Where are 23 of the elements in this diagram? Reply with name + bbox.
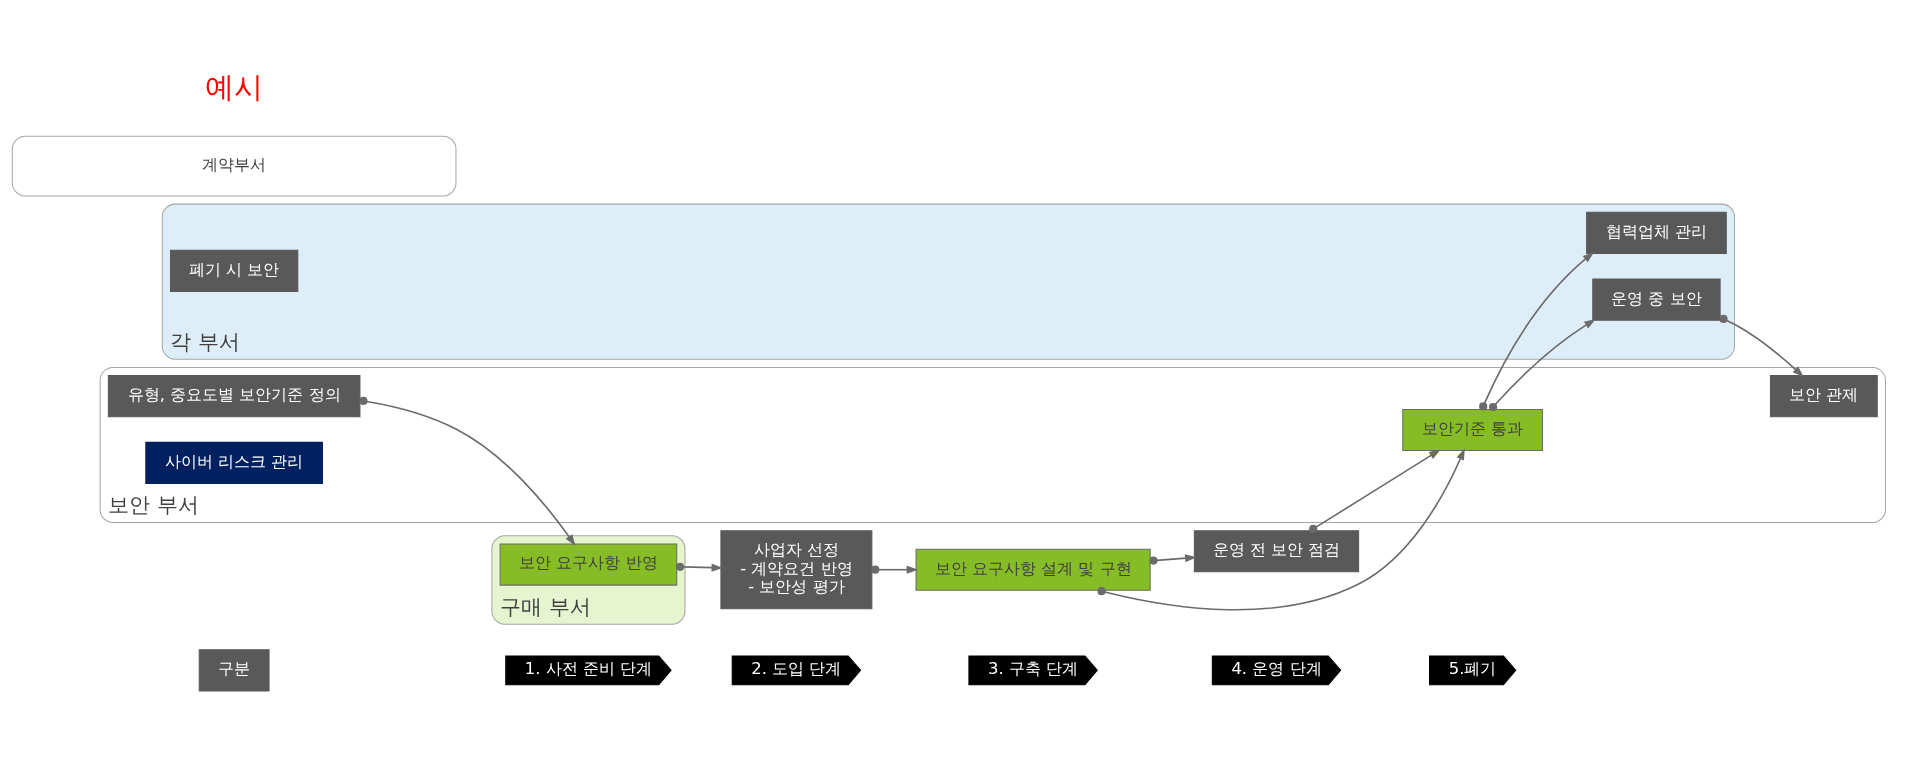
node-box: 협력업체 관리: [1586, 211, 1727, 254]
node-box: 보안 요구사항 반영: [499, 543, 678, 586]
arrow: [1149, 554, 1197, 565]
arrow: [675, 562, 724, 572]
node-box: 보안 요구사항 설계 및 구현: [915, 548, 1151, 591]
arrow: [1719, 314, 1804, 378]
node-box: 보안기준 통과: [1402, 409, 1543, 452]
arrow: [1479, 251, 1595, 411]
node-box: 사업자 선정 - 계약요건 반영 - 보안성 평가: [720, 530, 873, 610]
node-box: 계약부서: [11, 135, 457, 197]
node-box: 운영 중 보안: [1592, 278, 1721, 321]
node-box: 유형, 중요도별 보안기준 정의: [107, 375, 361, 418]
arrow: [871, 565, 919, 574]
arrow: [359, 396, 576, 546]
arrow: [1309, 449, 1441, 534]
node-box: 구분: [198, 649, 270, 692]
node-box: 사이버 리스크 관리: [145, 441, 323, 484]
arrow: [1488, 318, 1596, 412]
arrow: [1097, 448, 1465, 611]
node-box: 폐기 시 보안: [169, 249, 299, 292]
label: 예시: [205, 70, 264, 105]
node-box: 운영 전 보안 점검: [1193, 530, 1360, 573]
node-box: 보안 관제: [1769, 375, 1878, 418]
